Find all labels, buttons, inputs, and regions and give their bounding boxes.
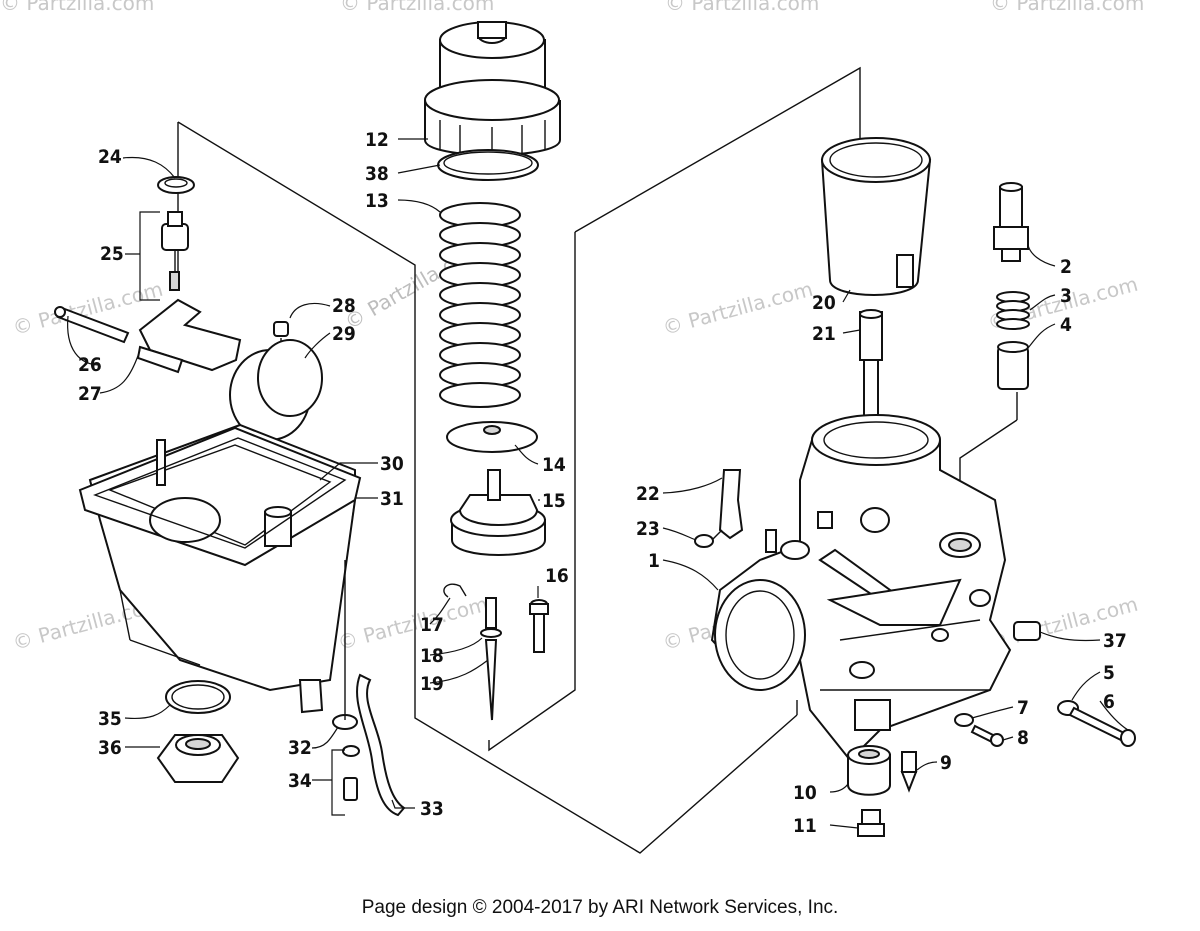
watermark-text: © Partzilla.com xyxy=(660,277,815,340)
callout-27: 27 xyxy=(78,383,102,405)
callout-28: 28 xyxy=(332,295,356,317)
callout-30: 30 xyxy=(380,453,404,475)
watermark-text: © Partzilla.com xyxy=(665,0,819,15)
spring-3 xyxy=(996,291,1030,330)
callout-23: 23 xyxy=(636,518,660,540)
callout-31: 31 xyxy=(380,488,404,510)
callout-25: 25 xyxy=(100,243,124,265)
float-29 xyxy=(229,339,323,441)
callout-16: 16 xyxy=(545,565,569,587)
callout-21: 21 xyxy=(812,323,836,345)
callout-26: 26 xyxy=(78,354,102,376)
plug-37 xyxy=(1013,621,1041,641)
drain-plug-36 xyxy=(156,734,240,783)
callout-22: 22 xyxy=(636,483,660,505)
callout-34: 34 xyxy=(288,770,312,792)
callout-14: 14 xyxy=(542,454,566,476)
needle-valve-25 xyxy=(161,211,189,291)
callout-29: 29 xyxy=(332,323,356,345)
assembly-guide-lines xyxy=(177,66,1018,854)
carburetor-body-group xyxy=(694,137,1136,837)
page-footer-text: Page design © 2004-2017 by ARI Network S… xyxy=(361,897,839,918)
carburetor-body-1 xyxy=(710,414,1012,762)
plate-14 xyxy=(446,421,538,453)
leader-lines xyxy=(67,138,1129,829)
callout-5: 5 xyxy=(1103,662,1115,684)
screw-23 xyxy=(694,534,714,548)
o-ring-35 xyxy=(165,680,231,714)
callout-24: 24 xyxy=(98,146,122,168)
callout-13: 13 xyxy=(365,190,389,212)
e-clip-17 xyxy=(443,583,467,598)
jet-9 xyxy=(900,751,918,793)
top-cap-12 xyxy=(424,21,561,158)
callout-8: 8 xyxy=(1017,727,1029,749)
float-pin-26 xyxy=(54,306,130,344)
screw-34 xyxy=(343,777,358,801)
callout-36: 36 xyxy=(98,737,122,759)
callout-7: 7 xyxy=(1017,697,1029,719)
float-bowl-30 xyxy=(78,423,362,714)
float-bowl-group xyxy=(54,176,406,817)
jet-holder-10 xyxy=(847,745,891,796)
needle-retainer-15 xyxy=(450,469,546,556)
throttle-slide-20 xyxy=(820,137,932,296)
screw-16 xyxy=(529,599,549,653)
callout-33: 33 xyxy=(420,798,444,820)
watermark-text: © Partzilla.com xyxy=(340,0,494,15)
idle-screw-8 xyxy=(954,713,1004,747)
callout-4: 4 xyxy=(1060,314,1072,336)
seal-38 xyxy=(437,149,539,181)
callout-19: 19 xyxy=(420,673,444,695)
pilot-screw-6 xyxy=(1057,700,1136,747)
main-jet-11 xyxy=(857,809,885,837)
callout-12: 12 xyxy=(365,129,389,151)
callout-10: 10 xyxy=(793,782,817,804)
callout-labels: 24 25 26 27 28 29 30 31 35 36 32 34 33 1… xyxy=(78,129,1127,837)
drain-hose-33 xyxy=(356,673,406,817)
callout-37: 37 xyxy=(1103,630,1127,652)
callout-9: 9 xyxy=(940,752,952,774)
watermark-text: © Partzilla.com xyxy=(0,0,154,15)
spring-13 xyxy=(439,202,521,408)
watermark-text: © Partzilla.com xyxy=(990,0,1144,15)
callout-3: 3 xyxy=(1060,285,1072,307)
callout-15: 15 xyxy=(542,490,566,512)
slide-rod-21 xyxy=(859,309,883,431)
lever-22 xyxy=(718,469,744,540)
callout-18: 18 xyxy=(420,645,444,667)
plunger-4 xyxy=(997,341,1029,390)
jet-needle-19 xyxy=(480,597,502,721)
callout-11: 11 xyxy=(793,815,817,837)
callout-20: 20 xyxy=(812,292,836,314)
callout-32: 32 xyxy=(288,737,312,759)
callout-35: 35 xyxy=(98,708,122,730)
watermark-text: © Partzilla.com xyxy=(335,592,490,655)
callout-6: 6 xyxy=(1103,691,1115,713)
callout-2: 2 xyxy=(1060,256,1072,278)
callout-1: 1 xyxy=(648,550,660,572)
fitting-2 xyxy=(993,182,1029,262)
cap-28 xyxy=(273,321,289,337)
gasket-31 xyxy=(93,437,347,549)
callout-17: 17 xyxy=(420,614,444,636)
callout-38: 38 xyxy=(365,163,389,185)
slide-spring-group xyxy=(424,21,561,721)
washer-34 xyxy=(342,745,360,757)
